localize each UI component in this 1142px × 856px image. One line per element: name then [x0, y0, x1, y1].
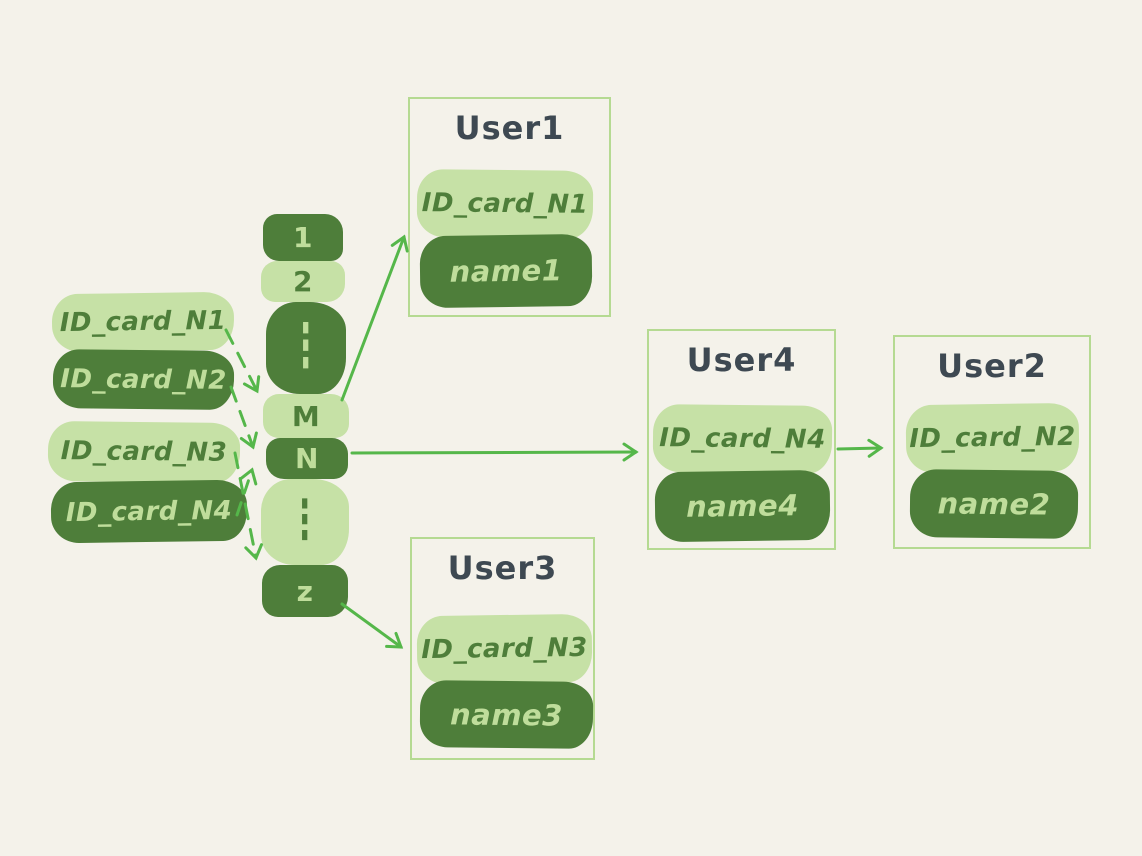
- user4-title: User4: [686, 341, 797, 379]
- arrow-bucket-z-to-user3: [340, 602, 404, 649]
- user3-name-pill: name3: [419, 680, 594, 749]
- user1-box: User1 ID_card_N1 name1: [408, 97, 611, 317]
- bucket-z: z: [262, 565, 348, 617]
- vertical-dots-glyph: ⋮: [289, 489, 321, 553]
- id-card-pill-n1: ID_card_N1: [51, 291, 235, 353]
- user3-box: User3 ID_card_N3 name3: [410, 537, 595, 760]
- id-card-pill-n3: ID_card_N3: [47, 420, 241, 484]
- bucket-ellipsis-upper: ⋮: [266, 302, 346, 394]
- vertical-dots-glyph: ⋮: [290, 312, 322, 382]
- arrow-bucket-m-to-user1: [340, 234, 409, 402]
- bucket-m: M: [263, 394, 349, 438]
- user2-title: User2: [937, 347, 1047, 385]
- user3-title: User3: [447, 549, 558, 587]
- id-card-pill-n4: ID_card_N4: [50, 479, 248, 544]
- user4-idcard-pill: ID_card_N4: [652, 404, 833, 474]
- arrow-bucket-n-to-user4: [350, 442, 639, 462]
- user3-idcard-pill: ID_card_N3: [416, 613, 593, 685]
- user1-title: User1: [454, 109, 565, 147]
- user2-idcard-pill: ID_card_N2: [905, 402, 1080, 474]
- user1-name-pill: name1: [419, 233, 593, 309]
- bucket-ellipsis-lower: ⋮: [261, 479, 349, 565]
- user4-name-pill: name4: [654, 469, 831, 543]
- bucket-2: 2: [261, 261, 345, 302]
- user1-idcard-pill: ID_card_N1: [416, 169, 594, 239]
- id-card-pill-n2: ID_card_N2: [52, 349, 235, 410]
- arrow-user4-to-user2: [836, 438, 884, 458]
- user4-box: User4 ID_card_N4 name4: [647, 329, 836, 550]
- bucket-n: N: [266, 438, 348, 479]
- bucket-1: 1: [263, 214, 343, 261]
- user2-name-pill: name2: [909, 469, 1079, 539]
- user2-box: User2 ID_card_N2 name2: [893, 335, 1091, 549]
